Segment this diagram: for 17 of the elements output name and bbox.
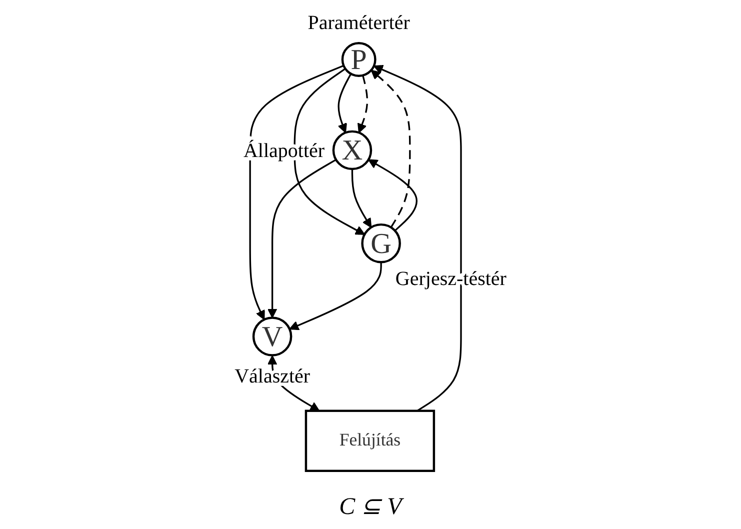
arrow [267, 158, 336, 318]
arrow [338, 73, 352, 134]
formula-label: C ⊆ V [339, 493, 402, 521]
node-circle: X [332, 130, 372, 170]
node-circle: P [341, 42, 376, 77]
arrow [368, 159, 418, 232]
node-circle: V [252, 316, 292, 356]
node-box: Felújítás [304, 410, 436, 472]
node-caption: Paramétertér [308, 12, 410, 34]
arrow [249, 64, 344, 320]
node-circle: G [361, 223, 401, 264]
arrow [294, 68, 365, 235]
arrow [373, 64, 462, 412]
arrow [351, 168, 372, 228]
arrow [370, 70, 411, 228]
arrow [289, 262, 382, 330]
arrow [357, 75, 368, 134]
